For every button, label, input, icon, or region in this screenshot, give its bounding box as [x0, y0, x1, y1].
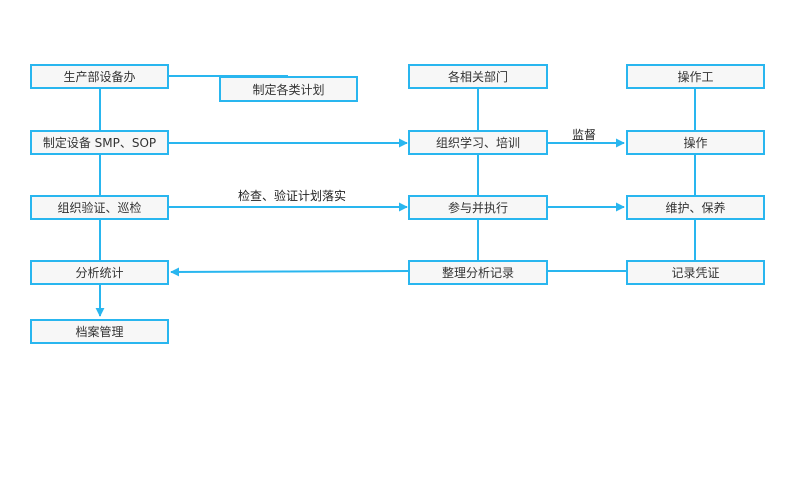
node-record-proof: 记录凭证 [626, 260, 765, 285]
node-archive: 档案管理 [30, 319, 169, 344]
node-inspection: 组织验证、巡检 [30, 195, 169, 220]
node-analysis-records: 整理分析记录 [408, 260, 548, 285]
arrow-records-to-statistics [170, 267, 410, 277]
edge-label-check: 检查、验证计划落实 [238, 189, 347, 203]
node-maintain: 维护、保养 [626, 195, 765, 220]
node-operator: 操作工 [626, 64, 765, 89]
node-training: 组织学习、培训 [408, 130, 548, 155]
node-production-office: 生产部设备办 [30, 64, 169, 89]
edge-label-supervise: 监督 [572, 128, 597, 142]
node-execute: 参与并执行 [408, 195, 548, 220]
node-departments: 各相关部门 [408, 64, 548, 89]
node-make-sop: 制定设备 SMP、SOP [30, 130, 169, 155]
node-operate: 操作 [626, 130, 765, 155]
node-statistics: 分析统计 [30, 260, 169, 285]
node-plans: 制定各类计划 [219, 76, 358, 102]
